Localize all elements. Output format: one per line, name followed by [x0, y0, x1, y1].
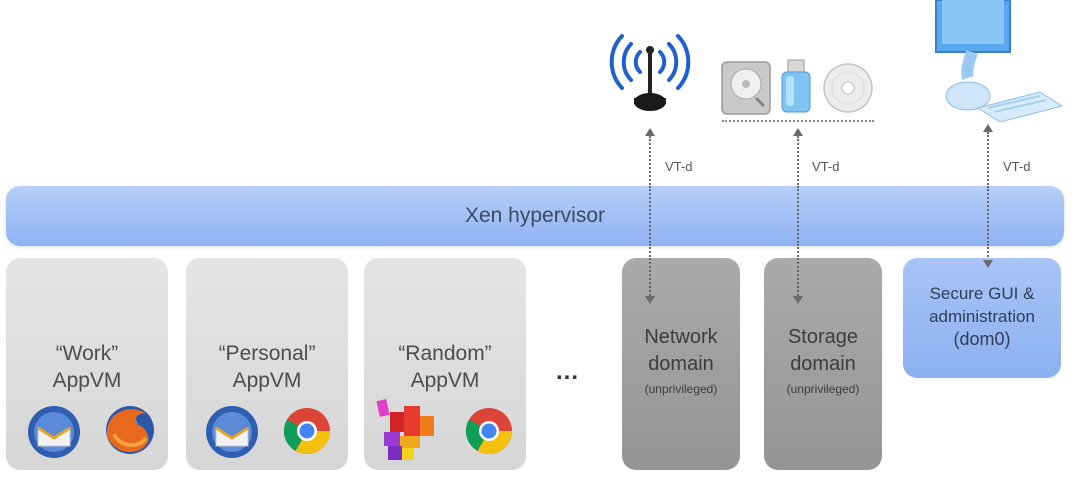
dom0-line3: (dom0): [953, 329, 1011, 349]
storage-vtd-arrow-top: [793, 128, 803, 136]
thunderbird-icon: [28, 406, 80, 458]
appvm-personal-type: AppVM: [232, 369, 302, 392]
network-domain: Network domain (unprivileged): [622, 258, 740, 470]
usb-drive-icon: [781, 59, 811, 113]
storage-domain: Storage domain (unprivileged): [764, 258, 882, 470]
network-domain-line1: Network: [644, 326, 718, 348]
blocks-app-icon: [376, 399, 434, 460]
firefox-icon: [106, 406, 154, 454]
chrome-icon: [465, 408, 512, 454]
chrome-icon: [283, 408, 330, 454]
appvm-random-type: AppVM: [410, 369, 480, 392]
dom0-vtd-arrow-bottom-overlay: [983, 260, 993, 268]
dom0-line2: administration: [929, 307, 1035, 326]
thunderbird-icon: [206, 406, 258, 458]
storage-vtd-line-overlay: [797, 186, 799, 246]
storage-vtd-line-lower: [797, 258, 799, 296]
more-appvms-ellipsis: ...: [556, 358, 580, 385]
appvm-work-type: AppVM: [52, 369, 122, 392]
dom0-vtd-line-overlay: [987, 186, 989, 246]
hard-drive-icon: [721, 61, 771, 115]
xen-hypervisor-bar: Xen hypervisor: [6, 186, 1064, 246]
storage-domain-sub: (unprivileged): [786, 382, 860, 396]
vtd-label-storage: VT-d: [812, 159, 840, 174]
appvm-random-name: “Random”: [398, 342, 492, 365]
wifi-antenna-icon: [609, 34, 691, 111]
network-domain-sub: (unprivileged): [644, 382, 718, 396]
network-domain-line2: domain: [648, 353, 714, 375]
dom0-line1: Secure GUI &: [929, 284, 1035, 303]
desktop-computer-icon: [935, 0, 1064, 122]
dom0-vtd-arrow-top: [983, 124, 993, 132]
appvm-work-name: “Work”: [55, 342, 119, 365]
optical-disc-icon: [823, 63, 873, 113]
storage-vtd-arrow-bottom-overlay: [793, 296, 803, 304]
network-vtd-arrow-bottom-overlay: [645, 296, 655, 304]
storage-domain-line2: domain: [790, 353, 856, 375]
vtd-label-network: VT-d: [665, 159, 693, 174]
network-vtd-line-overlay: [649, 186, 651, 246]
storage-domain-line1: Storage: [787, 326, 859, 348]
hypervisor-label: Xen hypervisor: [464, 204, 606, 227]
network-vtd-line-lower: [649, 258, 651, 296]
network-vtd-arrow-top: [645, 128, 655, 136]
vtd-label-dom0: VT-d: [1003, 159, 1031, 174]
appvm-personal-name: “Personal”: [218, 342, 316, 365]
storage-devices-divider: [722, 120, 874, 122]
dom0-secure-gui: Secure GUI & administration (dom0): [903, 258, 1061, 378]
